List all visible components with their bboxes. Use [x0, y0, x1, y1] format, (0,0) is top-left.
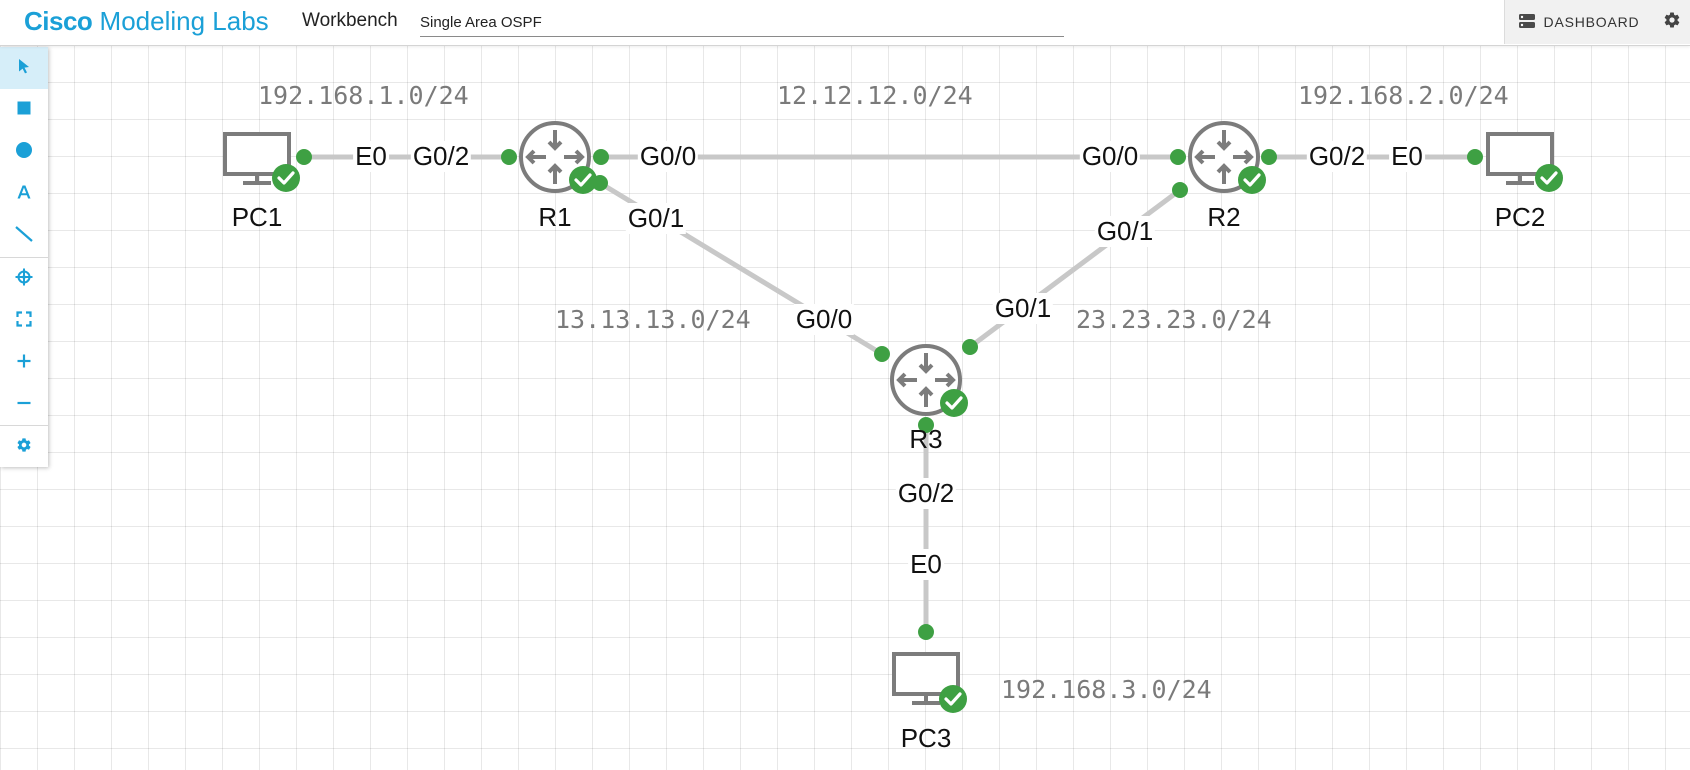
settings-button[interactable] — [1653, 0, 1690, 44]
endpoint-dot — [296, 149, 312, 165]
lab-title-input[interactable] — [420, 8, 1064, 37]
subnet-annotation-r1-r2[interactable]: 12.12.12.0/24 — [777, 81, 973, 110]
subnet-annotation-r1-r3[interactable]: 13.13.13.0/24 — [555, 305, 751, 334]
fullscreen-icon — [16, 310, 32, 332]
subnet-annotation-lan3[interactable]: 192.168.3.0/24 — [1001, 675, 1212, 704]
text-tool[interactable] — [0, 173, 48, 215]
center-tool[interactable] — [0, 258, 48, 300]
interface-label-r3-g0-1: G0/1 — [992, 293, 1054, 324]
rectangle-tool[interactable] — [0, 89, 48, 131]
node-label-pc1[interactable]: PC1 — [231, 202, 283, 232]
endpoint-dot — [1172, 182, 1188, 198]
interface-label-r2-g0-2: G0/2 — [1306, 141, 1368, 172]
endpoint-dot — [874, 346, 890, 362]
app-logo[interactable]: Cisco Modeling Labs — [24, 6, 269, 37]
interface-label-r2-g0-0: G0/0 — [1079, 141, 1141, 172]
square-icon — [16, 100, 32, 121]
top-bar: Cisco Modeling Labs Workbench DASHBOARD — [0, 0, 1690, 46]
interface-label-pc1-e0: E0 — [353, 141, 389, 172]
circle-icon — [15, 141, 33, 164]
endpoint-dot — [593, 149, 609, 165]
endpoint-dot — [918, 624, 934, 640]
text-a-icon — [16, 184, 32, 205]
brand-name-light: Modeling Labs — [99, 6, 269, 36]
ellipse-tool[interactable] — [0, 131, 48, 173]
select-tool[interactable] — [0, 47, 48, 89]
subnet-annotation-r2-r3[interactable]: 23.23.23.0/24 — [1076, 305, 1272, 334]
fit-tool[interactable] — [0, 300, 48, 342]
dashboard-label: DASHBOARD — [1543, 14, 1640, 30]
brand-name-bold: Cisco — [24, 6, 93, 36]
toolbar-divider — [0, 257, 48, 258]
node-label-pc3[interactable]: PC3 — [900, 723, 952, 753]
line-tool[interactable] — [0, 215, 48, 257]
endpoint-dot — [1170, 149, 1186, 165]
plus-icon — [16, 353, 32, 374]
subnet-annotation-lan1[interactable]: 192.168.1.0/24 — [258, 81, 469, 110]
interface-label-r1-g0-2: G0/2 — [410, 141, 472, 172]
endpoint-dot — [918, 417, 934, 433]
link-endpoints — [296, 149, 1483, 640]
interface-label-pc3-e0: E0 — [908, 549, 944, 580]
minus-icon — [16, 395, 32, 416]
pointer-icon — [16, 58, 32, 79]
interface-label-r1-g0-1: G0/1 — [625, 203, 687, 234]
subnet-annotation-lan2[interactable]: 192.168.2.0/24 — [1298, 81, 1509, 110]
gear-icon — [1663, 11, 1681, 34]
endpoint-dot — [501, 149, 517, 165]
interface-label-r3-g0-2: G0/2 — [895, 478, 957, 509]
canvas-toolbar — [0, 47, 48, 467]
endpoint-dot — [962, 339, 978, 355]
node-label-r1[interactable]: R1 — [538, 202, 572, 232]
node-label-r3[interactable]: R3 — [909, 424, 943, 454]
zoom-out-tool[interactable] — [0, 384, 48, 426]
crosshair-icon — [15, 268, 33, 291]
endpoint-dot — [1261, 149, 1277, 165]
zoom-in-tool[interactable] — [0, 342, 48, 384]
gear-icon — [16, 437, 32, 458]
interface-label-r2-g0-1: G0/1 — [1094, 216, 1156, 247]
dashboard-icon — [1518, 13, 1535, 31]
interface-label-r3-g0-0: G0/0 — [793, 304, 855, 335]
page-section-title: Workbench — [302, 10, 398, 31]
dashboard-button[interactable]: DASHBOARD — [1504, 0, 1654, 44]
interface-label-r1-g0-0: G0/0 — [637, 141, 699, 172]
line-icon — [14, 224, 34, 249]
canvas-settings-tool[interactable] — [0, 426, 48, 468]
node-label-pc2[interactable]: PC2 — [1494, 202, 1546, 232]
node-label-r2[interactable]: R2 — [1207, 202, 1241, 232]
toolbar-divider — [0, 425, 48, 426]
endpoint-dot — [1467, 149, 1483, 165]
interface-label-pc2-e0: E0 — [1389, 141, 1425, 172]
